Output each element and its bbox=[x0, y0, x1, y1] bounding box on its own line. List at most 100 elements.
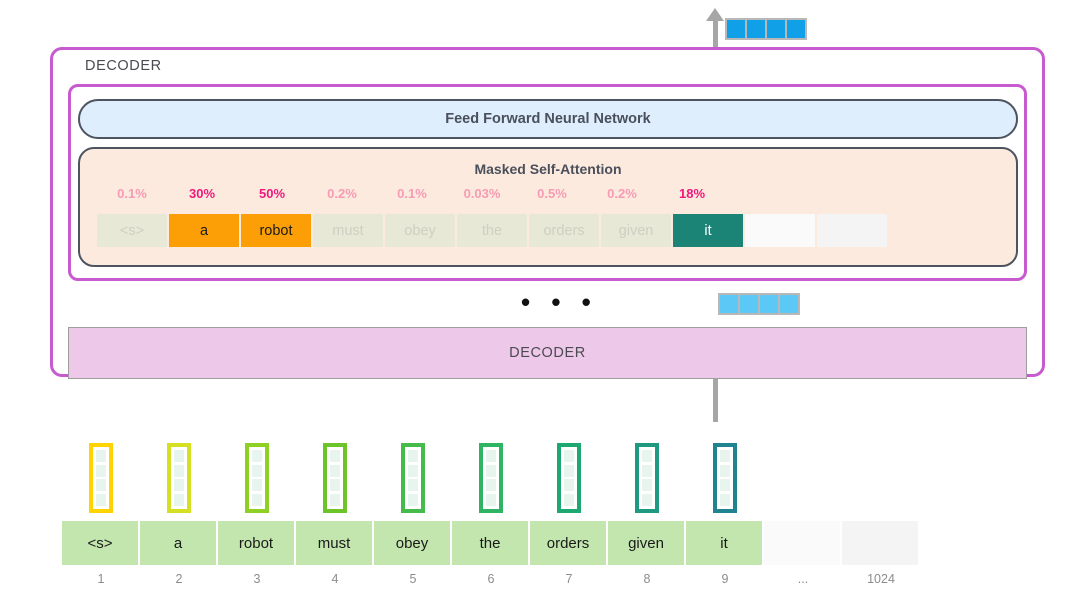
attention-token-cell[interactable]: a bbox=[169, 214, 239, 247]
attention-token-cell[interactable]: must bbox=[313, 214, 383, 247]
embedding-cell bbox=[96, 493, 106, 506]
embedding-cell bbox=[642, 479, 652, 492]
attention-token-cell[interactable]: the bbox=[457, 214, 527, 247]
attention-score: 0.1% bbox=[117, 186, 147, 201]
position-index: 1024 bbox=[867, 572, 895, 586]
embedding-vector-slot bbox=[374, 443, 452, 513]
attention-score: 0.2% bbox=[607, 186, 637, 201]
embedding-cell bbox=[408, 479, 418, 492]
embedding-vector-slot bbox=[608, 443, 686, 513]
embedding-cell bbox=[252, 479, 262, 492]
attention-token-cell[interactable]: it bbox=[673, 214, 743, 247]
intermediate-vector bbox=[718, 293, 800, 315]
input-empty-cell bbox=[764, 521, 840, 565]
embedding-cell bbox=[720, 464, 730, 477]
input-token-cell[interactable]: the bbox=[452, 521, 528, 565]
embedding-vector bbox=[635, 443, 659, 513]
attention-score-row: 0.1%30%50%0.2%0.1%0.03%0.5%0.2%18% bbox=[97, 186, 727, 201]
attention-score: 30% bbox=[188, 186, 216, 201]
embedding-vector-slot bbox=[530, 443, 608, 513]
embedding-vector bbox=[167, 443, 191, 513]
attention-score: 0.1% bbox=[397, 186, 427, 201]
embedding-cell bbox=[96, 450, 106, 462]
embedding-cell bbox=[174, 493, 184, 506]
input-token-cell[interactable]: it bbox=[686, 521, 762, 565]
input-token-cell[interactable]: <s> bbox=[62, 521, 138, 565]
embedding-cell bbox=[330, 479, 340, 492]
position-index: 8 bbox=[643, 572, 651, 586]
vector-cell bbox=[720, 295, 738, 313]
vector-cell bbox=[727, 20, 745, 38]
embedding-cell bbox=[96, 464, 106, 477]
embedding-cell bbox=[720, 450, 730, 462]
position-index: 2 bbox=[175, 572, 183, 586]
masked-self-attention-panel: Masked Self-Attention bbox=[78, 147, 1018, 267]
attention-token-cell[interactable]: <s> bbox=[97, 214, 167, 247]
position-index: 1 bbox=[97, 572, 105, 586]
attention-token-cell[interactable]: orders bbox=[529, 214, 599, 247]
embedding-vector bbox=[245, 443, 269, 513]
embedding-cell bbox=[174, 464, 184, 477]
embedding-cell bbox=[330, 493, 340, 506]
masked-self-attention-label: Masked Self-Attention bbox=[474, 161, 622, 177]
embedding-cell bbox=[174, 479, 184, 492]
embedding-vector-slot bbox=[140, 443, 218, 513]
embedding-vector-slot bbox=[62, 443, 140, 513]
attention-empty-cell bbox=[817, 214, 887, 247]
vector-cell bbox=[787, 20, 805, 38]
embedding-cell bbox=[486, 493, 496, 506]
position-index-row: 1 2 3 4 5 6 7 8 9... 1024 bbox=[62, 572, 920, 586]
attention-token-cell[interactable]: obey bbox=[385, 214, 455, 247]
decoder-outer-label: DECODER bbox=[85, 58, 162, 74]
input-token-cell[interactable]: obey bbox=[374, 521, 450, 565]
position-index: 5 bbox=[409, 572, 417, 586]
attention-empty-cell bbox=[745, 214, 815, 247]
input-token-cell[interactable]: a bbox=[140, 521, 216, 565]
input-token-cell[interactable]: robot bbox=[218, 521, 294, 565]
embedding-cell bbox=[486, 450, 496, 462]
position-index: 4 bbox=[331, 572, 339, 586]
embedding-vector bbox=[323, 443, 347, 513]
feed-forward-panel: Feed Forward Neural Network bbox=[78, 99, 1018, 139]
position-index: 9 bbox=[721, 572, 729, 586]
output-vector bbox=[725, 18, 807, 40]
position-index: 6 bbox=[487, 572, 495, 586]
embedding-cell bbox=[408, 450, 418, 462]
embedding-cell bbox=[564, 479, 574, 492]
embedding-cell bbox=[486, 464, 496, 477]
embedding-cell bbox=[564, 464, 574, 477]
embedding-cell bbox=[486, 479, 496, 492]
attention-score: 0.5% bbox=[537, 186, 567, 201]
attention-score: 0.03% bbox=[463, 186, 501, 201]
embedding-cell bbox=[642, 464, 652, 477]
embedding-vector-slot bbox=[452, 443, 530, 513]
embedding-cell bbox=[252, 450, 262, 462]
attention-score: 50% bbox=[258, 186, 286, 201]
vector-cell bbox=[747, 20, 765, 38]
attention-score: 18% bbox=[678, 186, 706, 201]
position-index: 7 bbox=[565, 572, 573, 586]
embedding-vector bbox=[557, 443, 581, 513]
embedding-vector bbox=[401, 443, 425, 513]
embedding-vector-slot bbox=[686, 443, 764, 513]
embedding-cell bbox=[564, 493, 574, 506]
input-token-cell[interactable]: given bbox=[608, 521, 684, 565]
decoder-block-bottom: DECODER bbox=[68, 327, 1027, 379]
embedding-cell bbox=[174, 450, 184, 462]
embedding-vector-slot bbox=[296, 443, 374, 513]
embedding-cell bbox=[252, 493, 262, 506]
position-index: 3 bbox=[253, 572, 261, 586]
embedding-cell bbox=[642, 450, 652, 462]
attention-token-cell[interactable]: robot bbox=[241, 214, 311, 247]
position-index: ... bbox=[797, 572, 809, 586]
input-token-cell[interactable]: orders bbox=[530, 521, 606, 565]
input-token-cell[interactable]: must bbox=[296, 521, 372, 565]
vector-cell bbox=[760, 295, 778, 313]
embedding-vector-row bbox=[62, 443, 764, 513]
embedding-vector bbox=[89, 443, 113, 513]
embedding-cell bbox=[720, 493, 730, 506]
attention-token-cell[interactable]: given bbox=[601, 214, 671, 247]
